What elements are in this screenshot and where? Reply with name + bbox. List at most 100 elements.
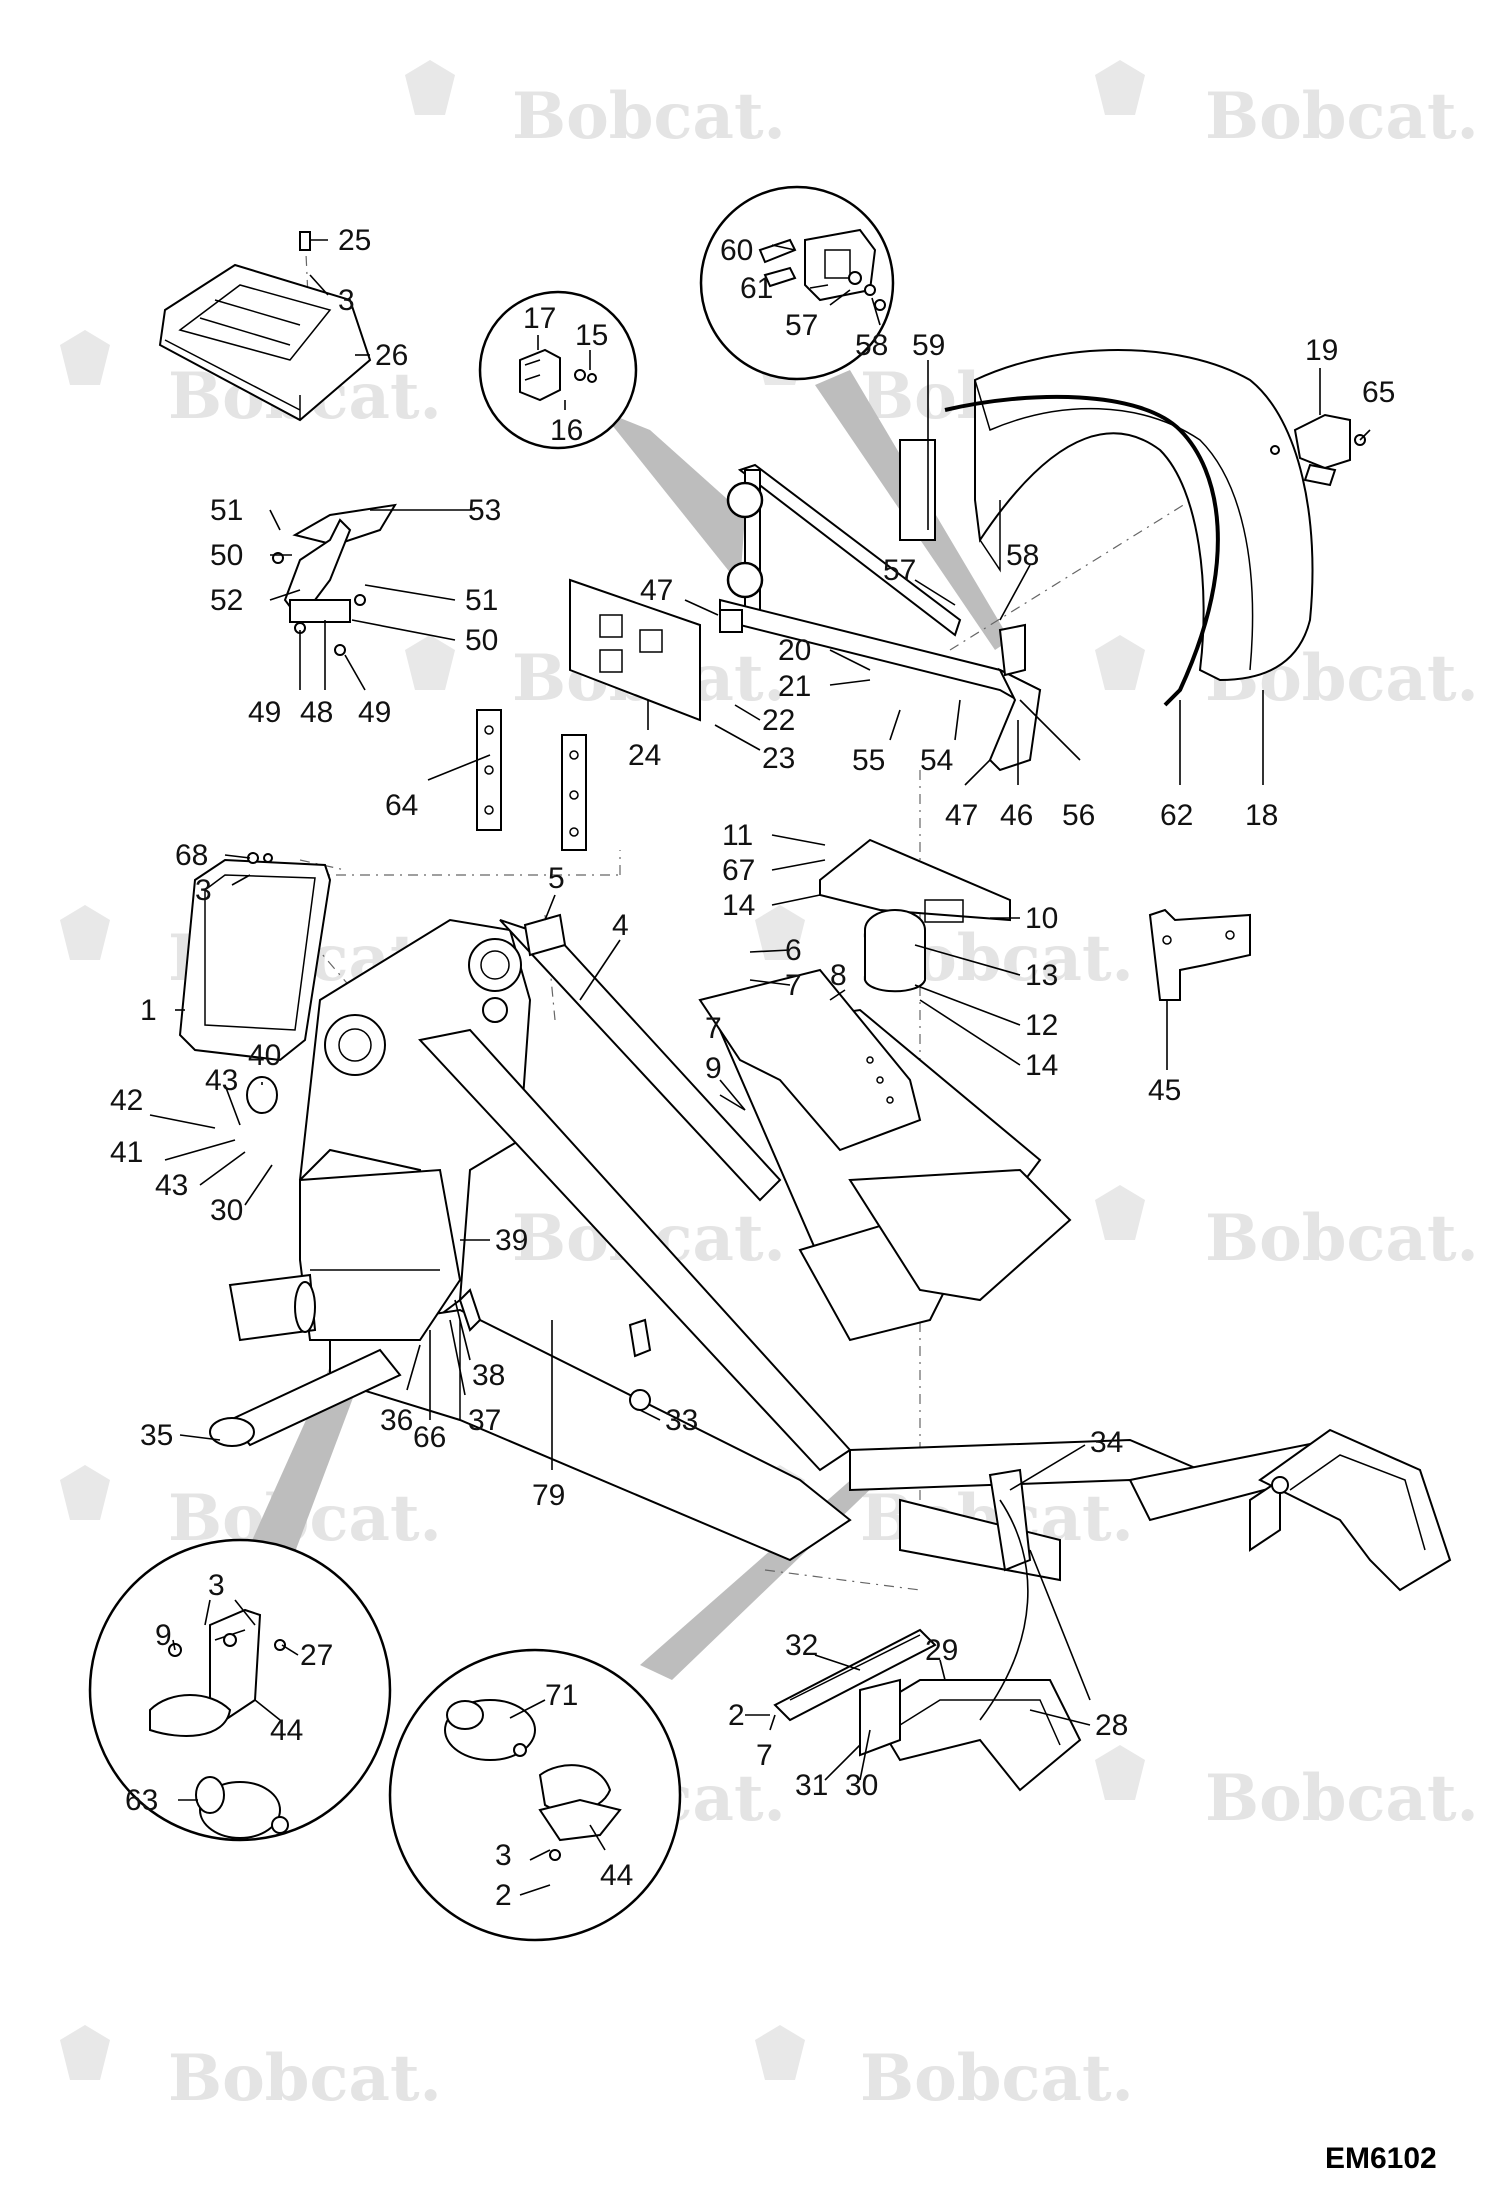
callout: 56 [1062,799,1095,832]
mounting-strips [476,709,587,851]
callout: 12 [1025,1009,1058,1042]
callout: 71 [545,1679,578,1712]
svg-text:Bobcat.: Bobcat. [1205,1201,1479,1276]
zoom-wedge-frame-mount [600,410,745,585]
callout: 16 [550,414,583,447]
mudguard [899,349,1314,707]
callout: 50 [465,624,498,657]
rear-window [178,852,332,1062]
callout: 59 [912,329,945,362]
mudguard-support-frame [569,463,1042,772]
callout: 49 [248,696,281,729]
callout: 22 [762,704,795,737]
callout: 19 [1305,334,1338,367]
detail-circle-mudguard-clamp [699,185,895,381]
svg-text:Bobcat.: Bobcat. [1205,1761,1479,1836]
callout: 40 [248,1039,281,1072]
callout: 10 [1025,902,1058,935]
callout: 27 [300,1639,333,1672]
callouts: 25 3 26 17 15 16 60 61 57 58 59 19 65 51… [110,224,1395,1912]
callout: 51 [210,494,243,527]
callout: 3 [495,1839,512,1872]
callout: 29 [925,1634,958,1667]
callout: 3 [195,874,212,907]
callout: 14 [1025,1049,1058,1082]
callout: 43 [155,1169,188,1202]
callout: 2 [728,1699,745,1732]
callout: 57 [883,554,916,587]
watermark: Bobcat. [60,2025,442,2116]
callout: 38 [472,1359,505,1392]
callout: 8 [830,959,847,992]
callout: 5 [548,862,565,895]
callout: 4 [612,909,629,942]
callout: 26 [375,339,408,372]
callout: 30 [845,1769,878,1802]
svg-text:Bobcat.: Bobcat. [512,79,786,154]
callout: 14 [722,889,755,922]
callout: 3 [338,284,355,317]
callout: 44 [270,1714,303,1747]
callout: 1 [140,994,157,1027]
callout: 17 [523,302,556,335]
detail-circle-accumulator-right [388,1648,682,1942]
callout: 50 [210,539,243,572]
callout: 2 [495,1879,512,1912]
callout: 57 [785,309,818,342]
callout: 9 [155,1619,172,1652]
callout: 67 [722,854,755,887]
callout: 25 [338,224,371,257]
callout: 28 [1095,1709,1128,1742]
callout: 62 [1160,799,1193,832]
callout: 23 [762,742,795,775]
detail-circle-accumulator-left [88,1538,392,1842]
callout: 33 [665,1404,698,1437]
callout: 9 [705,1052,722,1085]
callout: 55 [852,744,885,777]
watermark: Bobcat. [755,2025,1134,2116]
callout: 20 [778,634,811,667]
svg-text:Bobcat.: Bobcat. [1205,79,1479,154]
callout: 51 [465,584,498,617]
callout: 11 [722,819,753,852]
leader-lines [149,239,1371,1896]
callout: 31 [795,1769,828,1802]
watermark: Bobcat. [1095,1185,1479,1276]
detail-circle-frame-bracket [478,290,638,450]
watermark: Bobcat. [1095,60,1479,154]
callout: 36 [380,1404,413,1437]
callout: 49 [358,696,391,729]
callout: 47 [945,799,978,832]
callout: 61 [740,272,773,305]
callout: 13 [1025,959,1058,992]
step-plate [158,231,372,422]
callout: 37 [468,1404,501,1437]
callout: 58 [1006,539,1039,572]
watermark: Bobcat. [1095,1745,1479,1836]
callout: 18 [1245,799,1278,832]
callout: 46 [1000,799,1033,832]
callout: 30 [210,1194,243,1227]
callout: 6 [785,934,802,967]
watermark: Bobcat. [405,60,786,154]
callout: 64 [385,789,418,822]
callout: 66 [413,1421,446,1454]
callout: 48 [300,696,333,729]
callout: 42 [110,1084,143,1117]
callout: 63 [125,1784,158,1817]
callout: 43 [205,1064,238,1097]
callout: 79 [532,1479,565,1512]
callout: 34 [1090,1426,1123,1459]
callout: 47 [640,574,673,607]
callout: 39 [495,1224,528,1257]
drawing-code: EM6102 [1325,2142,1437,2175]
callout: 52 [210,584,243,617]
callout: 60 [720,234,753,267]
hose-bracket [272,503,397,656]
callout: 32 [785,1629,818,1662]
callout: 3 [208,1569,225,1602]
callout: 7 [705,1012,722,1045]
callout: 24 [628,739,661,772]
